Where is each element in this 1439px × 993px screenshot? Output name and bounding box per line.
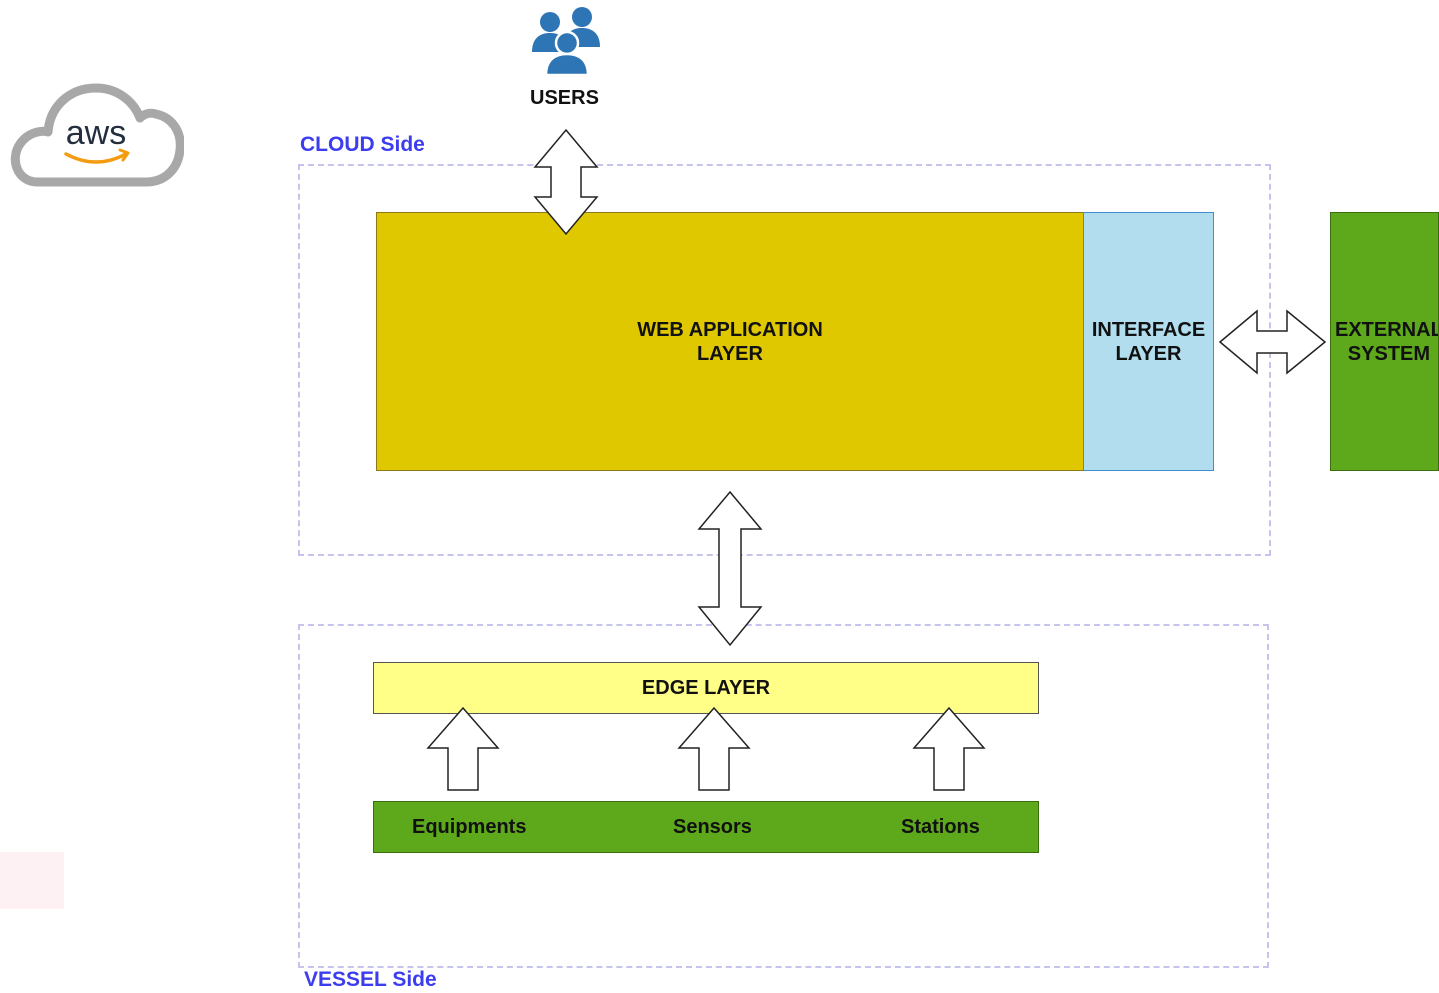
equipments-label: Equipments	[412, 816, 527, 838]
users-label: USERS	[530, 87, 599, 109]
aws-logo-text: aws	[66, 114, 126, 152]
external-system: EXTERNAL SYSTEM	[1330, 212, 1439, 471]
devices-row: Equipments Sensors Stations	[373, 801, 1039, 853]
aws-logo: aws	[8, 78, 185, 192]
external-system-label: EXTERNAL SYSTEM	[1335, 318, 1439, 365]
web-application-layer-label: WEB APPLICATION LAYER	[637, 318, 823, 365]
cloud-side-label: CLOUD Side	[300, 133, 425, 156]
users-group-icon	[532, 7, 600, 77]
vessel-side-zone	[298, 624, 1269, 968]
sensors-label: Sensors	[673, 816, 752, 838]
stations-label: Stations	[901, 816, 980, 838]
vessel-side-label: VESSEL Side	[304, 968, 437, 991]
web-application-layer: WEB APPLICATION LAYER	[376, 212, 1084, 471]
users-icon-wrap	[528, 4, 604, 78]
background-block	[0, 852, 64, 909]
aws-cloud-icon: aws	[11, 83, 185, 187]
interface-layer: INTERFACE LAYER	[1083, 212, 1214, 471]
edge-layer-label: EDGE LAYER	[641, 677, 771, 699]
edge-layer: EDGE LAYER	[373, 662, 1039, 714]
interface-layer-label: INTERFACE LAYER	[1091, 318, 1206, 365]
